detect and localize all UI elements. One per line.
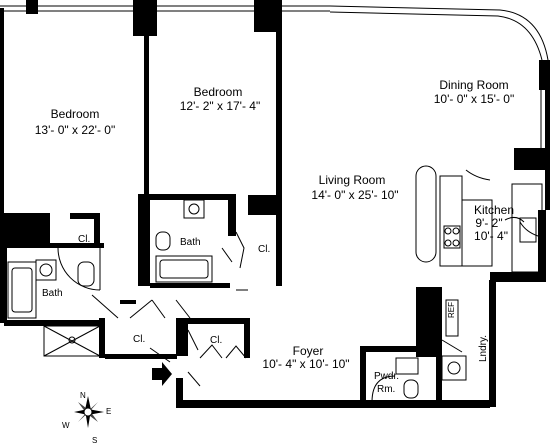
compass-e: E [106,407,111,416]
laundry-label: Lndry. [478,335,489,362]
compass-w: W [62,421,70,430]
foyer-name: Foyer [293,344,324,358]
bed1-closet-a-label: Cl. [36,230,48,241]
fixtures [7,199,419,399]
exterior-walls [0,0,550,408]
compass-s: S [92,436,97,445]
bath-main-label: Bath [42,288,63,299]
compass-rose-icon [74,396,104,428]
bedroom1-size: 13'- 0" x 22'- 0" [35,123,115,137]
kitchen-fixtures [415,165,543,381]
bedroom1-name: Bedroom [51,107,100,121]
living-size: 14'- 0" x 25'- 10" [311,188,398,202]
foyer-size: 10'- 4" x 10'- 10" [262,357,349,371]
bedroom2-size: 12'- 2" x 17'- 4" [180,99,260,113]
doors [57,169,539,403]
bath-second-label: Bath [180,237,201,248]
foyer-closet-label: Cl. [210,335,222,346]
hall-closet-label: Cl. [133,334,145,345]
entry-arrow-icon [152,362,172,386]
kitchen-size-2: 10'- 4" [474,229,508,243]
bed1-closet-b-label: Cl. [78,234,90,245]
kitchen-size-1: 9'- 2" [475,216,502,230]
living-name: Living Room [319,173,386,187]
compass-n: N [80,391,86,400]
bedroom2-name: Bedroom [194,85,243,99]
dining-size: 10'- 0" x 15'- 0" [434,92,514,106]
dining-name: Dining Room [439,78,508,92]
refrigerator-label: REF [447,302,456,318]
powder-room-label-2: Rm. [377,384,395,395]
bed2-closet-label: Cl. [258,244,270,255]
kitchen-name: Kitchen [474,203,514,217]
powder-room-label-1: Pwdr. [374,371,399,382]
